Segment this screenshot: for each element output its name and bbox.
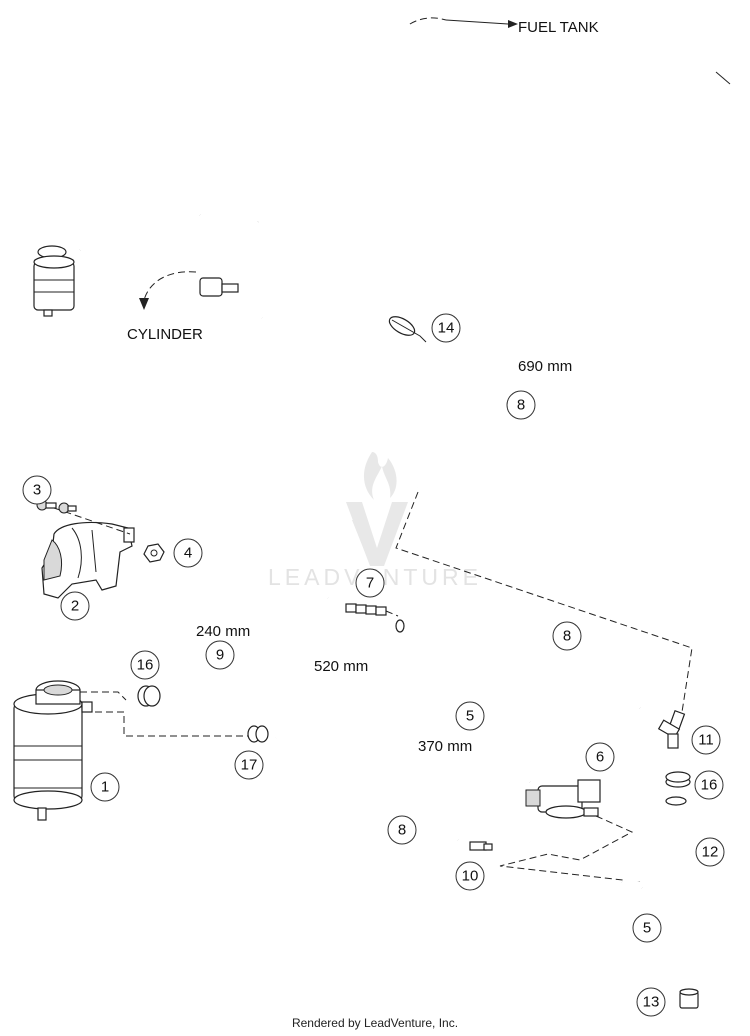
callout-17: 17 [234,750,264,780]
overview-assembly [33,17,518,319]
hose-clamp-16 [137,685,161,707]
watermark-logo [346,452,408,566]
connector-7 [345,603,399,617]
callout-1: 1 [90,772,120,802]
nut [143,543,165,563]
svg-text:6: 6 [596,749,604,766]
hose-12 [665,796,701,955]
callout-16a: 16 [130,650,160,680]
svg-text:4: 4 [184,545,192,562]
footer-credit: Rendered by LeadVenture, Inc. [291,1016,459,1030]
svg-text:16: 16 [137,657,154,674]
svg-text:13: 13 [643,994,660,1011]
svg-text:8: 8 [398,822,406,839]
callout-5b: 5 [632,913,662,943]
svg-text:17: 17 [241,757,258,774]
svg-text:5: 5 [466,708,474,725]
svg-text:5: 5 [643,920,651,937]
callout-6: 6 [585,742,615,772]
svg-text:16: 16 [701,777,718,794]
svg-text:10: 10 [462,868,479,885]
dim-240: 240 mm [196,623,250,640]
callout-13: 13 [636,987,666,1017]
short-hose-5 [620,876,644,894]
leader-690-hose [395,491,693,713]
callout-5a: 5 [455,701,485,731]
callout-10: 10 [455,861,485,891]
cylinder-label: CYLINDER [127,326,203,343]
callout-4: 4 [173,538,203,568]
hose-370mm [395,619,533,787]
dim-520: 520 mm [314,658,368,675]
short-hose-8 [399,794,461,846]
svg-text:2: 2 [71,598,79,615]
hose-690mm [412,71,731,489]
svg-text:7: 7 [366,575,374,592]
svg-text:3: 3 [33,482,41,499]
callout-8c: 8 [387,815,417,845]
hose-clamp-16b [665,771,691,788]
svg-text:9: 9 [216,647,224,664]
callout-16b: 16 [694,770,724,800]
fitting-10 [469,841,493,851]
svg-text:8: 8 [563,628,571,645]
dim-370: 370 mm [418,738,472,755]
fuel-tank-label: FUEL TANK [518,19,599,36]
callout-3: 3 [22,475,52,505]
callout-2: 2 [60,591,90,621]
callout-7: 7 [355,568,385,598]
svg-text:14: 14 [438,320,455,337]
callout-12: 12 [695,837,725,867]
hose-clamp-17 [247,725,269,743]
hose-520mm [275,643,643,744]
svg-text:1: 1 [101,779,109,796]
bracket [41,507,135,599]
plug-13 [679,988,699,1009]
svg-text:8: 8 [517,397,525,414]
hose-240mm [175,588,330,702]
t-fitting [657,710,686,749]
cable-tie [388,316,427,343]
callout-14: 14 [431,313,461,343]
dim-690: 690 mm [518,358,572,375]
callout-8b: 8 [552,621,582,651]
callout-8a: 8 [506,390,536,420]
svg-text:12: 12 [702,844,719,861]
callout-11: 11 [691,725,721,755]
purge-valve [499,779,641,883]
svg-text:11: 11 [698,732,714,749]
callout-9: 9 [205,640,235,670]
charcoal-canister [13,680,256,821]
